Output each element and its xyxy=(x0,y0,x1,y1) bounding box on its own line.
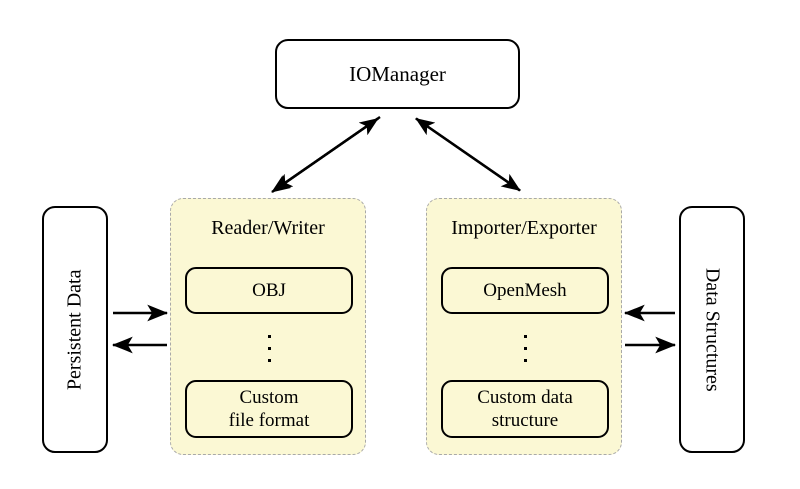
panel-importer-exporter-title: Importer/Exporter xyxy=(451,217,597,239)
component-custom-data-structure[interactable]: Custom data structure xyxy=(441,380,609,438)
node-data-structures[interactable]: Data Structures xyxy=(679,206,745,453)
panel-reader-writer[interactable]: Reader/Writer OBJ Custom file format xyxy=(170,198,366,455)
node-persistent-data-label: Persistent Data xyxy=(63,269,86,390)
component-custom-file-format-label-line2: file format xyxy=(228,410,310,431)
panel-reader-writer-title: Reader/Writer xyxy=(211,217,325,239)
component-openmesh[interactable]: OpenMesh xyxy=(441,267,609,314)
component-custom-file-format[interactable]: Custom file format xyxy=(185,380,353,438)
component-openmesh-label: OpenMesh xyxy=(483,279,567,301)
ellipsis-importer-exporter xyxy=(520,335,530,362)
component-obj-label: OBJ xyxy=(252,279,286,301)
component-custom-data-structure-label-line1: Custom data xyxy=(477,386,573,408)
component-obj[interactable]: OBJ xyxy=(185,267,353,314)
ellipsis-reader-writer xyxy=(264,335,274,362)
component-custom-file-format-label-line1: Custom xyxy=(239,386,299,408)
node-iomanager-label: IOManager xyxy=(349,61,446,86)
component-custom-data-structure-label-line2: structure xyxy=(491,410,559,431)
node-data-structures-label: Data Structures xyxy=(701,267,724,392)
arrow-manager-importerexporter xyxy=(415,117,521,192)
node-persistent-data[interactable]: Persistent Data xyxy=(42,206,108,453)
arrow-manager-readerwriter xyxy=(271,116,381,193)
panel-importer-exporter[interactable]: Importer/Exporter OpenMesh Custom data s… xyxy=(426,198,622,455)
node-iomanager[interactable]: IOManager xyxy=(275,39,520,109)
